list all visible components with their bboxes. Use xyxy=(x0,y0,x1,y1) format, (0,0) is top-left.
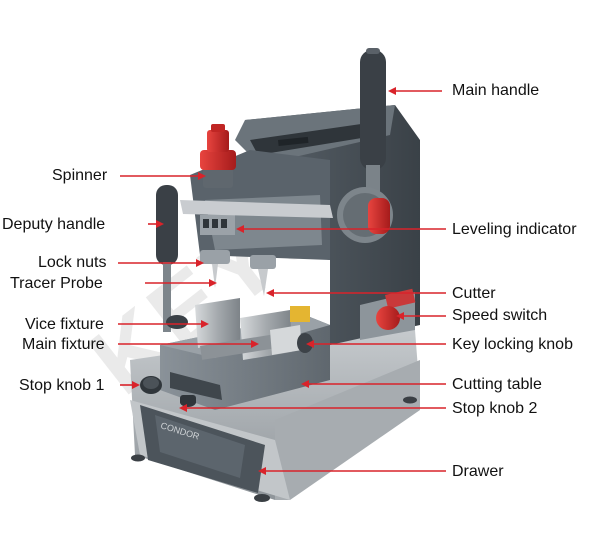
label-main-handle: Main handle xyxy=(452,82,540,99)
label-vice-fixture: Vice fixture xyxy=(25,316,104,333)
label-key-locking-knob: Key locking knob xyxy=(452,336,573,353)
arrow-heads xyxy=(132,87,404,475)
pointer-arrows xyxy=(118,90,446,472)
leveling-bar xyxy=(180,200,333,218)
label-stop-knob-2: Stop knob 2 xyxy=(452,400,538,417)
label-cutter: Cutter xyxy=(452,285,496,302)
label-tracer-probe: Tracer Probe xyxy=(10,275,103,292)
deputy-handle xyxy=(156,185,188,332)
stop-knob-2 xyxy=(180,397,196,407)
stop-knob-1 xyxy=(140,376,162,394)
label-stop-knob-1: Stop knob 1 xyxy=(19,377,105,394)
label-drawer: Drawer xyxy=(452,463,504,480)
label-deputy-handle: Deputy handle xyxy=(2,216,106,233)
side-cam-knob xyxy=(337,187,393,243)
spinner xyxy=(200,124,236,188)
label-speed-switch: Speed switch xyxy=(452,307,548,324)
label-leveling-indicator: Leveling indicator xyxy=(452,221,577,238)
label-main-fixture: Main fixture xyxy=(22,336,105,353)
label-spinner: Spinner xyxy=(52,167,108,184)
fixtures xyxy=(195,298,313,360)
label-lock-nuts: Lock nuts xyxy=(38,254,107,271)
spindles xyxy=(200,250,276,296)
label-cutting-table: Cutting table xyxy=(452,376,542,393)
